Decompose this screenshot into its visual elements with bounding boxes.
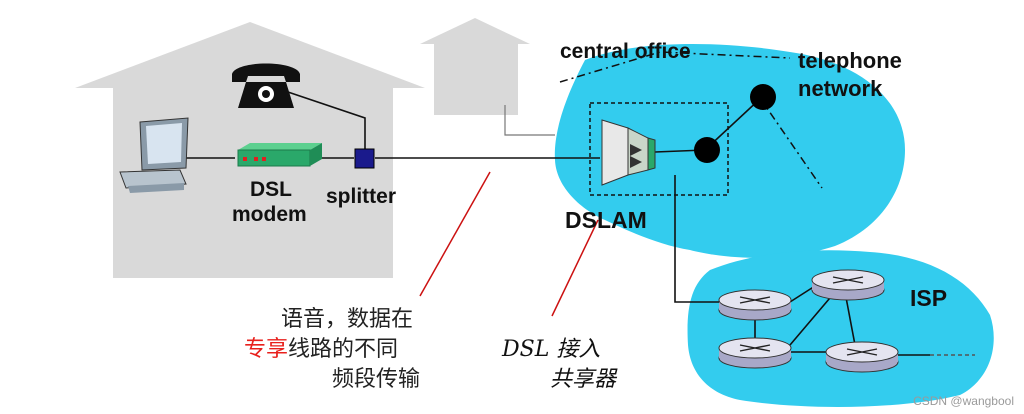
pointer-line-dslam (551, 219, 599, 317)
telephone-network-boundary (759, 97, 823, 189)
home (75, 22, 425, 278)
dslam-label: DSLAM (565, 207, 647, 233)
telephone-switch-icon (694, 137, 720, 163)
office-line (504, 105, 555, 136)
voice-annotation-line2: 专享线路的不同 (244, 337, 398, 362)
router-icon (811, 269, 885, 301)
dslam-annotation-line1: DSL 接入 (501, 337, 600, 362)
telephone-network-label-line2: network (798, 76, 883, 101)
voice-annotation-highlight: 专享 (244, 337, 288, 362)
voice-annotation-line3: 频段传输 (332, 367, 420, 392)
dsl-modem-label-line2: modem (232, 203, 307, 226)
dsl-modem (237, 143, 322, 167)
pointer-line-voice (419, 171, 491, 297)
central-office-cloud (554, 43, 905, 258)
central-office-label: central office (560, 40, 691, 63)
dslam-device (601, 119, 656, 186)
central-office-building (420, 18, 530, 115)
telephone-switch-icon (750, 84, 776, 110)
router-icon (825, 341, 899, 373)
dslam-enclosure (589, 102, 729, 196)
router-icon (718, 289, 792, 321)
watermark: CSDN @wangbool (913, 394, 1014, 408)
isp-label: ISP (910, 285, 947, 311)
telephone-network-label-line1: telephone (798, 48, 902, 73)
dslam-annotation-line2: 共享器 (550, 367, 618, 392)
computer-icon (119, 117, 189, 193)
splitter-label: splitter (326, 185, 396, 208)
splitter (354, 148, 375, 169)
router-icon (718, 337, 792, 369)
voice-annotation-line1: 语音，数据在 (281, 307, 413, 332)
telephone-icon (232, 63, 300, 108)
dsl-modem-label-line1: DSL (250, 178, 292, 201)
voice-annotation-rest: 线路的不同 (288, 337, 398, 362)
